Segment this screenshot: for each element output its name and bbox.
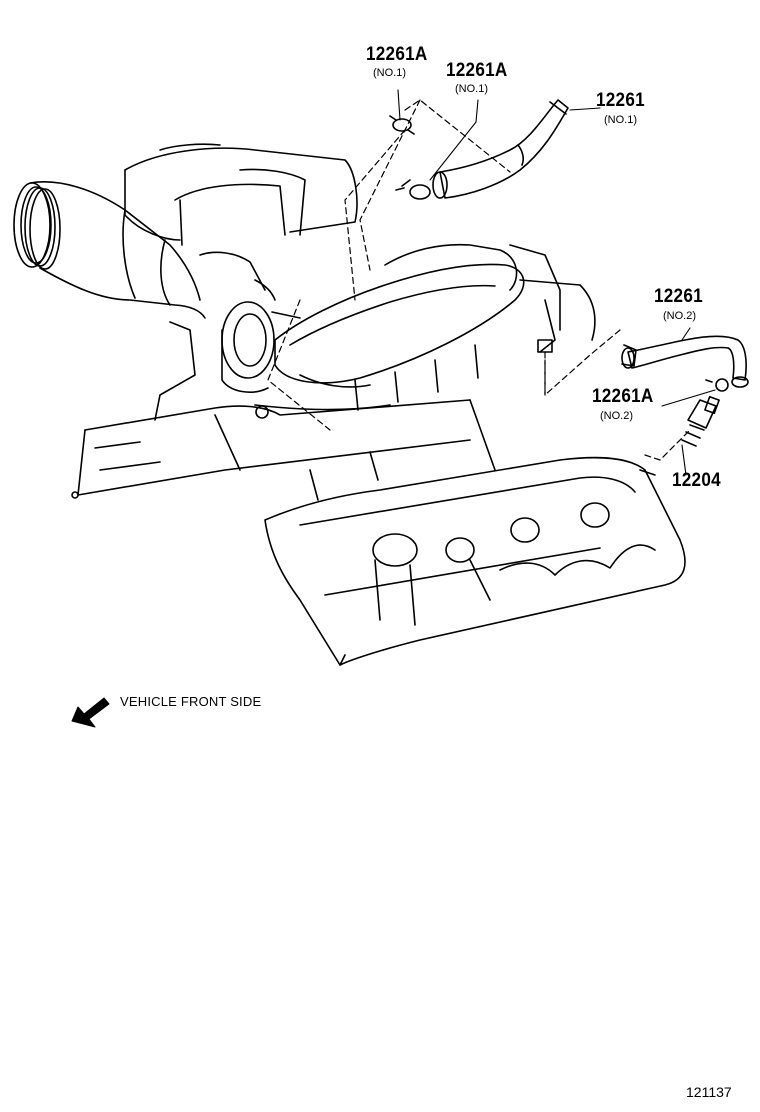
leader-lines [397,89,716,476]
callout-12261a-no1-lower-note: (NO.1) [455,83,488,95]
callout-12261a-no1-upper: 12261A [366,44,428,65]
callout-12261a-no2-note: (NO.2) [600,410,633,422]
callout-12261-no2: 12261 [654,286,703,307]
pcv-valve [681,395,720,447]
hose-clamp-no1-lower [395,179,431,200]
callout-12261-no1: 12261 [596,90,645,111]
hose-clamp-no2 [705,378,729,392]
ventilation-hose-no1 [432,99,569,199]
callout-12261a-no1-lower: 12261A [446,60,508,81]
throttle-body [221,301,301,393]
air-cleaner-box [124,143,358,301]
figure-number: 121137 [686,1084,732,1100]
vehicle-front-side-label: VEHICLE FRONT SIDE [120,694,262,709]
vehicle-front-arrow-icon [71,697,110,728]
callout-12204: 12204 [672,470,721,491]
callout-12261-no1-note: (NO.1) [604,114,637,126]
engine-block [71,321,496,501]
air-intake-duct [13,181,206,319]
callout-12261a-no1-upper-note: (NO.1) [373,67,406,79]
cylinder-head-cover [264,456,686,666]
ventilation-hose-no2 [621,335,749,388]
intake-manifold [254,243,596,419]
reference-dashed-lines [267,99,691,461]
callout-12261a-no2: 12261A [592,386,654,407]
hose-clamp-no1-upper [389,115,415,135]
callout-12261-no2-note: (NO.2) [663,310,696,322]
